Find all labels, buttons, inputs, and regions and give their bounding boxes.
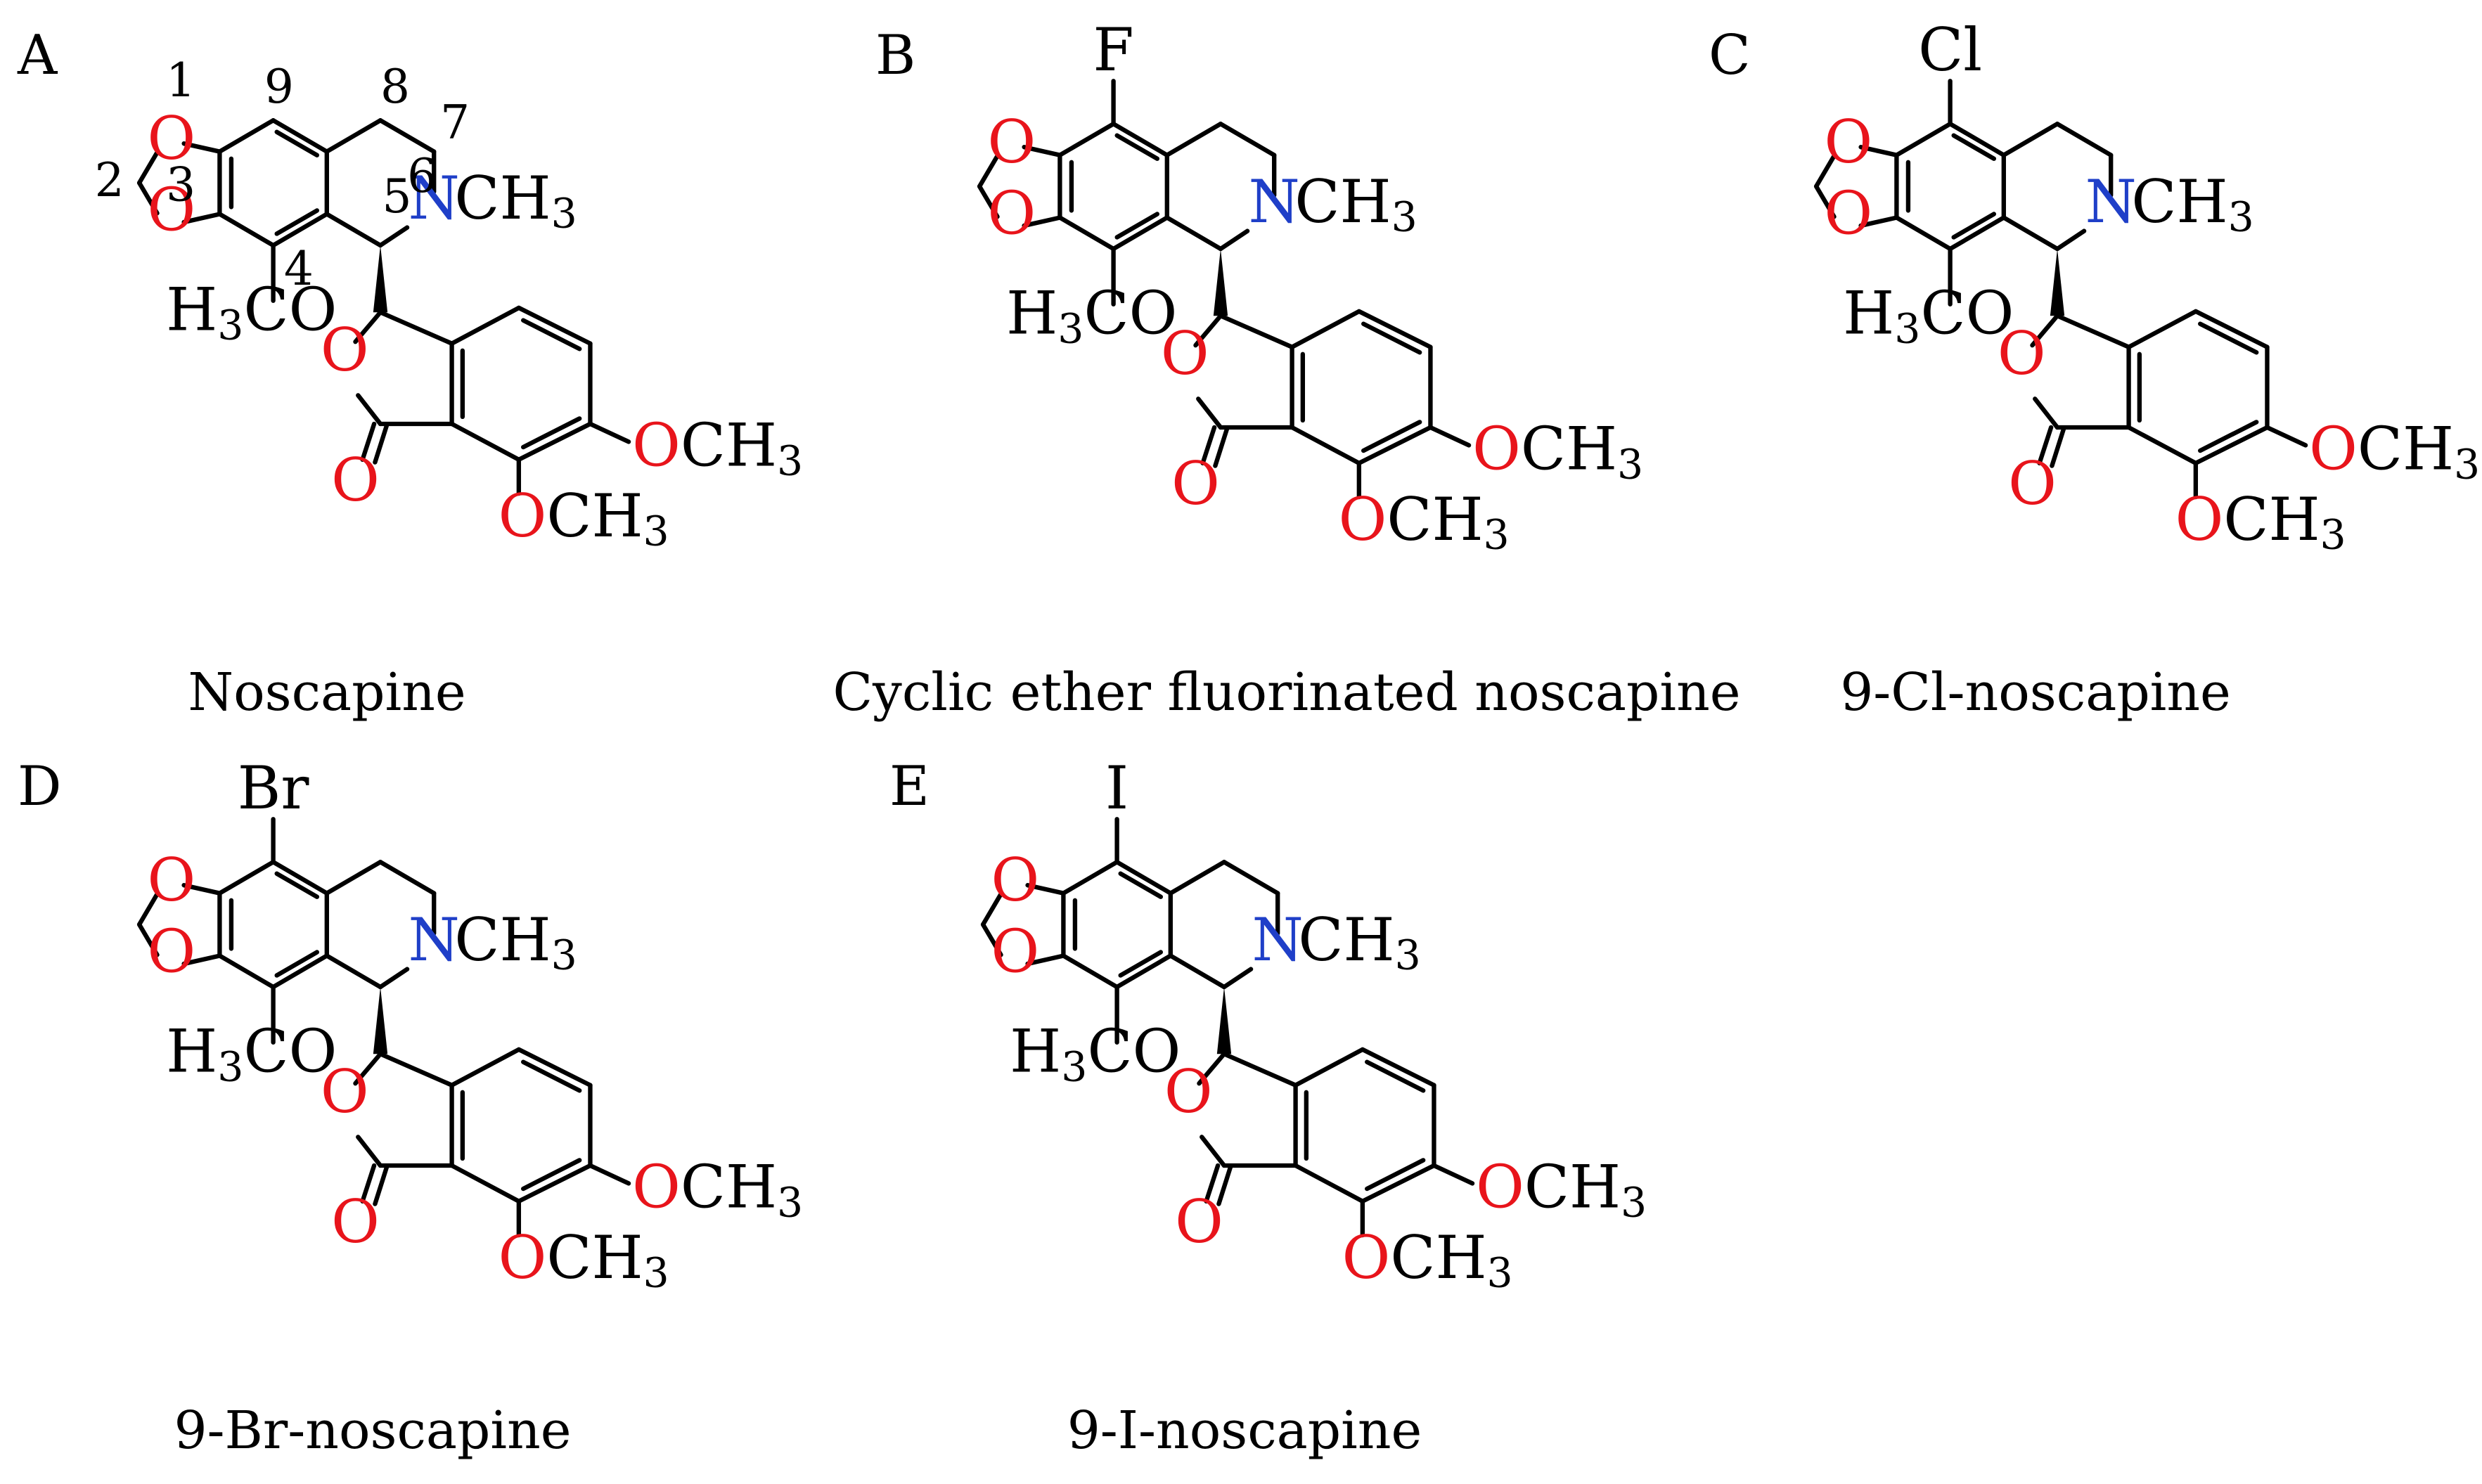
oxygen-atom: O: [1824, 179, 1872, 247]
nitrogen-atom: N: [1249, 167, 1300, 236]
carbonyl-oxygen: O: [1171, 449, 1220, 518]
lactone-oxygen: O: [321, 1057, 369, 1126]
methoxy-label: OCH3: [2175, 485, 2346, 559]
n-methyl-label: CH3: [1298, 905, 1420, 979]
svg-text:8: 8: [380, 60, 410, 114]
oxygen-atom: O: [987, 108, 1036, 176]
n-methyl-label: CH3: [2131, 167, 2253, 241]
caption-d: 9-Br-noscapine: [174, 1400, 571, 1461]
lactone-oxygen: O: [1998, 319, 2046, 388]
carbonyl-oxygen: O: [331, 446, 380, 515]
carbonyl-oxygen: O: [331, 1187, 380, 1256]
substituent-label: F: [1093, 15, 1134, 84]
noscapine-structure: O O N CH3 H3CO O O OCH3 OCH3 1 2 3 4 5 6…: [95, 53, 804, 555]
oxygen-atom: O: [147, 846, 195, 915]
svg-text:4: 4: [284, 242, 314, 296]
n-methyl-label: CH3: [1294, 167, 1417, 241]
left-methoxy-label: H3CO: [1006, 279, 1177, 353]
methoxy-label: OCH3: [499, 482, 669, 555]
bromo-noscapine-structure: Br O O N CH3 H3CO O O OCH3 OCH3: [139, 754, 803, 1297]
methoxy-label: OCH3: [1476, 1153, 1647, 1227]
carbonyl-oxygen: O: [1175, 1187, 1223, 1256]
caption-c: 9-Cl-noscapine: [1840, 662, 2231, 723]
svg-text:3: 3: [166, 157, 195, 212]
fluoro-noscapine-structure: F O O N CH3 H3CO O O OCH3 OCH3: [979, 15, 1643, 559]
methoxy-label: OCH3: [1339, 485, 1510, 559]
panel-b: B F O O N CH3 H3CO O O OCH3 OCH3 Cyclic …: [832, 15, 1740, 723]
methoxy-label: OCH3: [499, 1223, 669, 1297]
panel-letter-e: E: [889, 755, 930, 818]
panel-letter-b: B: [875, 24, 915, 87]
svg-text:6: 6: [407, 149, 437, 203]
iodo-noscapine-structure: I O O N CH3 H3CO O O OCH3 OCH3: [983, 754, 1647, 1297]
methoxy-label: OCH3: [632, 411, 803, 485]
oxygen-atom: O: [991, 846, 1039, 915]
left-methoxy-label: H3CO: [1010, 1017, 1181, 1091]
nitrogen-atom: N: [2085, 167, 2137, 236]
substituent-label: Cl: [1918, 15, 1982, 84]
substituent-label: Br: [238, 754, 310, 822]
n-methyl-label: CH3: [454, 164, 577, 238]
svg-text:2: 2: [95, 153, 124, 207]
substituent-label: I: [1105, 754, 1129, 822]
svg-text:7: 7: [440, 96, 470, 150]
oxygen-atom: O: [987, 179, 1036, 247]
methoxy-label: OCH3: [2309, 415, 2480, 489]
left-methoxy-label: H3CO: [166, 1017, 337, 1091]
caption-b: Cyclic ether fluorinated noscapine: [832, 662, 1740, 723]
methoxy-label: OCH3: [1472, 415, 1643, 489]
oxygen-atom: O: [991, 917, 1039, 986]
carbonyl-oxygen: O: [2008, 449, 2057, 518]
oxygen-atom: O: [147, 175, 195, 244]
svg-text:5: 5: [382, 169, 412, 224]
n-methyl-label: CH3: [454, 905, 577, 979]
methoxy-label: OCH3: [632, 1153, 803, 1227]
panel-letter-c: C: [1709, 24, 1751, 87]
oxygen-atom: O: [147, 917, 195, 986]
atom-numbering: 1 2 3 4 5 6 7 8 9: [95, 53, 470, 296]
nitrogen-atom: N: [409, 164, 460, 233]
caption-e: 9-I-noscapine: [1067, 1400, 1422, 1461]
svg-text:1: 1: [166, 53, 195, 108]
nitrogen-atom: N: [1252, 905, 1304, 974]
oxygen-atom: O: [147, 104, 195, 173]
left-methoxy-label: H3CO: [166, 276, 337, 349]
nitrogen-atom: N: [409, 905, 460, 974]
panel-e: E I O O N CH3 H3CO O O OCH3 OCH3 9-I-nos…: [889, 754, 1647, 1461]
panel-letter-a: A: [17, 24, 58, 87]
lactone-oxygen: O: [321, 316, 369, 385]
chloro-noscapine-structure: Cl O O N CH3 H3CO O O OCH3 OCH3: [1816, 15, 2480, 559]
panel-letter-d: D: [18, 755, 62, 818]
svg-text:9: 9: [264, 60, 294, 114]
left-methoxy-label: H3CO: [1843, 279, 2014, 353]
lactone-oxygen: O: [1164, 1057, 1213, 1126]
oxygen-atom: O: [1824, 108, 1872, 176]
methoxy-label: OCH3: [1342, 1223, 1513, 1297]
caption-a: Noscapine: [188, 662, 465, 723]
panel-d: D Br O O N CH3 H3CO O O OCH3 OCH3 9-Br-n…: [18, 754, 803, 1461]
panel-c: C Cl O O N CH3 H3CO O O OCH3 OCH3 9-Cl-n…: [1709, 15, 2480, 723]
panel-a: A O O N CH3 H3CO O O OCH3 OCH3 1 2 3 4 5…: [17, 24, 803, 723]
lactone-oxygen: O: [1161, 319, 1209, 388]
